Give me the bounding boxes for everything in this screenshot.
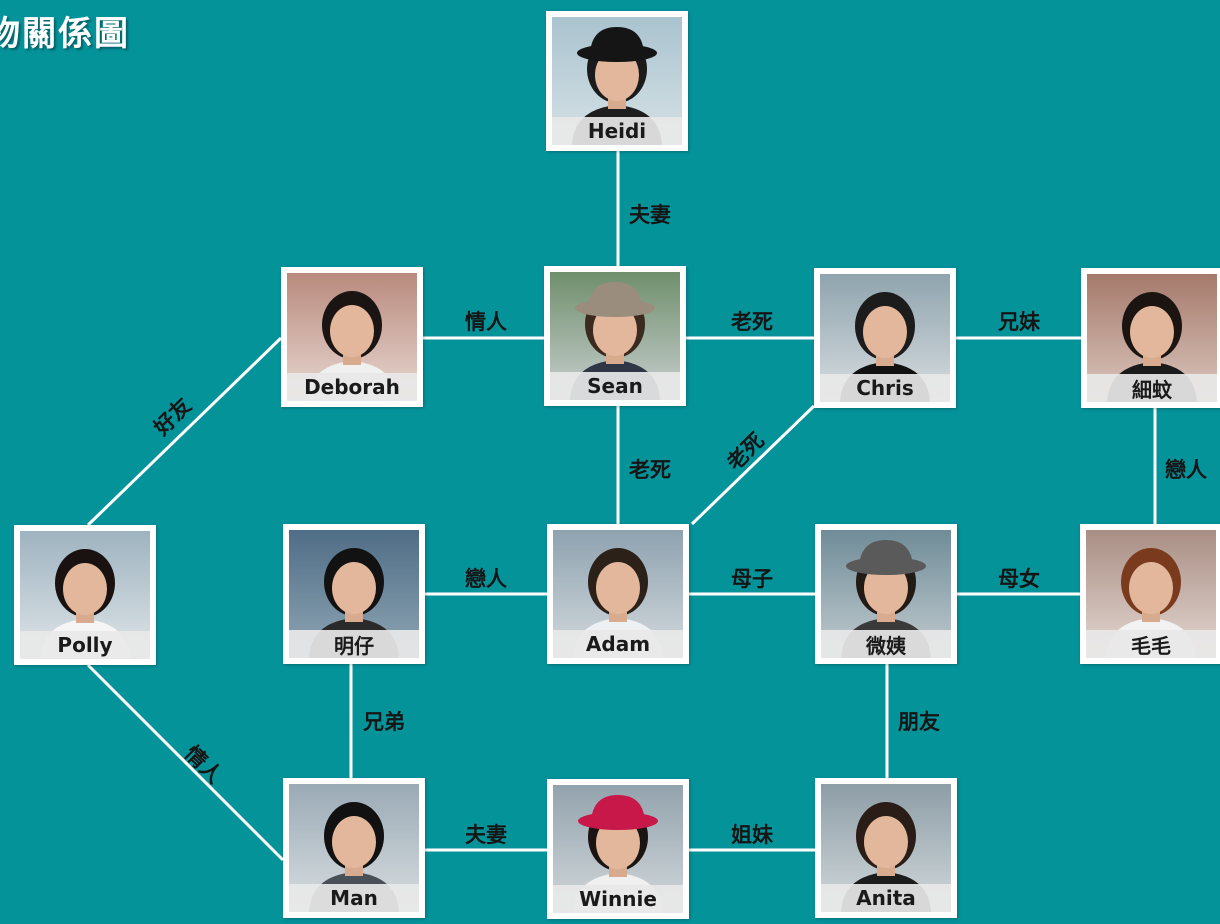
person-card-chris: Chris (814, 268, 956, 408)
person-card-deborah: Deborah (281, 267, 423, 407)
person-name: 微姨 (821, 630, 951, 658)
person-name: 毛毛 (1086, 630, 1216, 658)
person-name: Heidi (552, 117, 682, 145)
person-name: Chris (820, 374, 950, 402)
person-card-anita: Anita (815, 778, 957, 918)
person-name: Polly (20, 631, 150, 659)
relation-label: 老死 (629, 458, 671, 482)
person-card-man: Man (283, 778, 425, 918)
person-card-polly: Polly (14, 525, 156, 665)
person-name: Deborah (287, 373, 417, 401)
page-title: 物關係圖 (0, 14, 130, 54)
relation-label: 戀人 (465, 567, 507, 591)
relation-line-chris-adam (690, 404, 816, 526)
person-card-sean: Sean (544, 266, 686, 406)
person-card-mingjai: 明仔 (283, 524, 425, 664)
relation-label: 情人 (465, 310, 507, 334)
relation-label: 老死 (731, 310, 773, 334)
relation-label: 姐妹 (731, 823, 773, 847)
relation-label: 母子 (731, 567, 773, 591)
relation-label: 夫妻 (629, 203, 671, 227)
relation-label: 夫妻 (465, 823, 507, 847)
relation-line-polly-deborah (86, 336, 283, 527)
person-name: 明仔 (289, 630, 419, 658)
person-name: Sean (550, 372, 680, 400)
person-card-mouMou: 毛毛 (1080, 524, 1220, 664)
person-card-adam: Adam (547, 524, 689, 664)
person-card-saiman: 細蚊 (1081, 268, 1220, 408)
relation-label: 戀人 (1165, 458, 1207, 482)
person-card-winnie: Winnie (547, 779, 689, 919)
relation-line-polly-man (86, 663, 285, 862)
person-name: Man (289, 884, 419, 912)
relation-label: 母女 (998, 567, 1040, 591)
person-card-meiyi: 微姨 (815, 524, 957, 664)
relation-label: 朋友 (898, 710, 940, 734)
person-name: 細蚊 (1087, 374, 1217, 402)
relation-label: 兄妹 (998, 310, 1040, 334)
person-name: Winnie (553, 885, 683, 913)
person-name: Adam (553, 630, 683, 658)
person-card-heidi: Heidi (546, 11, 688, 151)
person-name: Anita (821, 884, 951, 912)
relation-label: 兄弟 (363, 710, 405, 734)
